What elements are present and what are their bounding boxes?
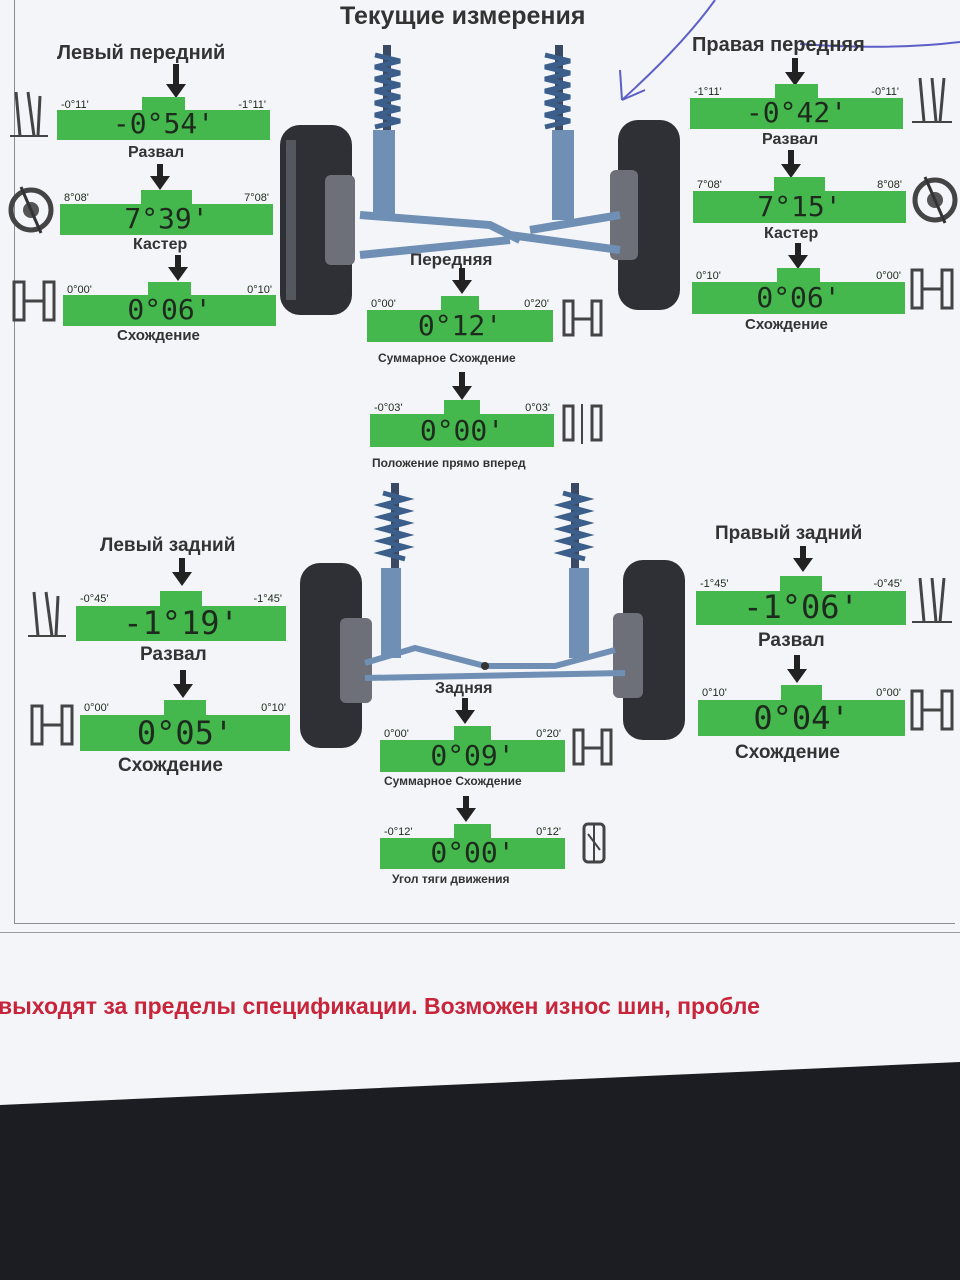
gauge-value: 7°15' [757,190,842,223]
rear-right-camber-label: Развал [758,630,825,651]
gauge-min: 7°08' [697,178,722,191]
gauge-value: 0°12' [417,309,503,342]
front-left-heading: Левый передний [57,42,226,64]
gauge-min: -0°12' [384,825,413,838]
front-right-camber-label: Развал [762,131,819,148]
gauge-value: -1°06' [743,588,859,625]
camber-icon [28,591,66,637]
gauge-min: 0°00' [84,702,109,715]
rear-left-camber-gauge: -0°45' -1°45' -1°19' [76,591,286,641]
gauge-value: -1°19' [123,604,239,641]
rear-total-toe-label: Суммарное Схождение [384,774,522,788]
straight-ahead-icon [562,404,603,444]
straight-ahead-label: Положение прямо вперед [372,456,526,470]
suspension-illustration-icon [280,45,680,315]
caster-icon [8,186,54,234]
toe-icon [572,728,613,766]
camber-icon [912,577,952,623]
rear-left-camber-label: Развал [140,644,207,665]
front-right-toe-gauge: 0°10' 0°00' 0°06' [692,268,905,314]
rear-right-camber-gauge: -1°45' -0°45' -1°06' [696,576,906,625]
rear-right-toe-gauge: 0°10' 0°00' 0°04' [698,685,905,736]
gauge-max: 0°03' [525,401,550,414]
gauge-value: -0°54' [112,107,215,140]
front-left-camber-gauge: -0°11' -1°11' -0°54' [57,97,270,140]
gauge-min: 0°00' [67,283,92,296]
gauge-min: 0°00' [384,727,409,740]
front-right-caster-gauge: 7°08' 8°08' 7°15' [693,177,906,223]
front-right-toe-label: Схождение [745,316,828,333]
camber-icon [912,77,952,123]
straight-ahead-gauge: -0°03' 0°03' 0°00' [370,400,554,447]
suspension-illustration-icon [300,483,685,748]
toe-icon [30,704,74,746]
gauge-value: 0°05' [136,714,234,751]
report-frame [14,0,955,924]
gauge-value: -0°42' [745,96,848,129]
gauge-value: 7°39' [124,202,209,235]
front-right-heading: Правая передняя [692,34,865,56]
gauge-value: 0°04' [753,699,850,736]
front-right-camber-gauge: -1°11' -0°11' -0°42' [690,84,903,129]
rear-right-heading: Правый задний [715,523,863,544]
front-left-toe-gauge: 0°00' 0°10' 0°06' [63,282,276,326]
page-title: Текущие измерения [340,2,586,30]
thrust-angle-gauge: -0°12' 0°12' 0°00' [380,824,565,869]
thrust-angle-label: Угол тяги движения [392,872,510,886]
camber-icon [10,91,48,137]
gauge-min: 0°00' [371,297,396,310]
gauge-min: 0°10' [696,269,721,282]
rear-left-toe-gauge: 0°00' 0°10' 0°05' [80,700,290,751]
thrust-angle-icon [582,822,606,864]
gauge-min: 0°10' [702,687,727,700]
gauge-min: -0°45' [80,593,109,605]
gauge-value: 0°00' [430,836,515,869]
gauge-value: 0°00' [419,414,505,447]
gauge-max: 7°08' [244,191,269,204]
gauge-max: 0°20' [536,727,561,740]
printout-page: Текущие измерения Левый передний [0,0,960,1105]
divider [0,932,960,933]
toe-icon [910,268,954,310]
caster-icon [912,176,958,224]
gauge-max: 0°10' [247,283,272,296]
gauge-max: -0°45' [873,577,902,590]
gauge-max: -0°11' [871,85,899,98]
pen-annotation-icon [619,0,960,101]
front-left-caster-label: Кастер [133,236,188,253]
toe-icon [910,689,954,731]
gauge-max: 0°00' [876,687,901,700]
gauge-max: 0°12' [536,825,561,838]
gauge-max: 0°10' [261,702,286,715]
front-total-toe-gauge: 0°00' 0°20' 0°12' [367,296,553,342]
front-left-camber-label: Развал [128,144,185,161]
gauge-value: 0°09' [430,739,515,772]
rear-left-toe-label: Схождение [118,755,223,776]
rear-left-heading: Левый задний [100,535,236,556]
gauge-min: -1°11' [694,85,722,98]
front-total-toe-label: Суммарное Схождение [378,351,516,365]
rear-total-toe-gauge: 0°00' 0°20' 0°09' [380,726,565,772]
gauge-max: -1°11' [238,98,266,111]
rear-right-toe-label: Схождение [735,742,840,763]
gauge-max: 8°08' [877,178,902,191]
toe-icon [562,299,603,337]
gauge-max: -1°45' [253,593,282,605]
gauge-value: 0°06' [127,293,212,326]
gauge-min: 8°08' [64,191,89,204]
gauge-min: -0°03' [374,401,403,414]
front-right-caster-label: Кастер [764,225,819,242]
rear-axle-heading: Задняя [435,680,493,697]
gauge-max: 0°00' [876,269,901,282]
gauge-min: -0°11' [61,98,89,111]
front-left-caster-gauge: 8°08' 7°08' 7°39' [60,190,273,235]
gauge-max: 0°20' [524,297,549,310]
gauge-min: -1°45' [700,577,729,590]
front-left-toe-label: Схождение [117,327,200,344]
warning-text: выходят за пределы спецификации. Возможе… [0,993,760,1019]
front-axle-heading: Передняя [410,250,493,269]
gauge-value: 0°06' [756,281,841,314]
toe-icon [12,280,56,322]
